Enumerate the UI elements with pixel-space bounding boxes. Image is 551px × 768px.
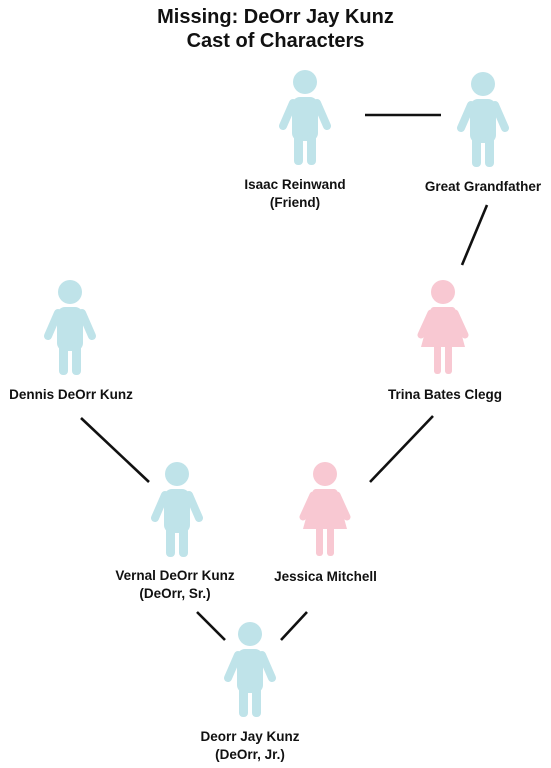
male-person-icon (224, 622, 276, 717)
connection-vernal-deorr (196, 611, 226, 641)
female-person-icon (299, 462, 351, 556)
male-person-icon (279, 70, 331, 165)
title-line-2: Cast of Characters (186, 30, 365, 52)
person-label-jessica: Jessica Mitchell (258, 568, 393, 586)
person-label-deorr: Deorr Jay Kunz (DeOrr, Jr.) (180, 728, 320, 764)
person-name-isaac: Isaac Reinwand (244, 177, 346, 192)
person-name-great-grandfather: Great Grandfather (424, 179, 542, 194)
male-person-icon (151, 462, 203, 557)
connection-great_grandfather-trina (460, 204, 489, 266)
male-person-icon (457, 72, 509, 167)
person-label-isaac: Isaac Reinwand (Friend) (225, 176, 365, 212)
person-name-vernal: Vernal DeOrr Kunz (115, 568, 235, 583)
person-label-trina: Trina Bates Clegg (370, 386, 520, 404)
person-role-deorr: (DeOrr, Jr.) (215, 747, 285, 762)
person-name-jessica: Jessica Mitchell (274, 569, 377, 584)
connection-jessica-deorr (280, 611, 308, 641)
person-role-isaac: (Friend) (269, 195, 321, 210)
person-label-dennis: Dennis DeOrr Kunz (0, 386, 142, 404)
connection-lines (80, 113, 489, 641)
title-line-1: Missing: DeOrr Jay Kunz (157, 6, 394, 28)
person-name-trina: Trina Bates Clegg (387, 387, 503, 402)
connection-dennis-vernal (80, 417, 150, 483)
person-role-vernal: (DeOrr, Sr.) (139, 586, 211, 601)
female-person-icon (417, 280, 469, 374)
male-person-icon (44, 280, 96, 375)
person-label-great-grandfather: Great Grandfather (403, 178, 551, 196)
diagram-title: Missing: DeOrr Jay Kunz Cast of Characte… (0, 5, 551, 53)
person-name-deorr: Deorr Jay Kunz (200, 729, 300, 744)
person-icons (44, 70, 509, 717)
person-label-vernal: Vernal DeOrr Kunz (DeOrr, Sr.) (100, 567, 250, 603)
connection-trina-jessica (369, 415, 434, 483)
person-name-dennis: Dennis DeOrr Kunz (9, 387, 133, 402)
